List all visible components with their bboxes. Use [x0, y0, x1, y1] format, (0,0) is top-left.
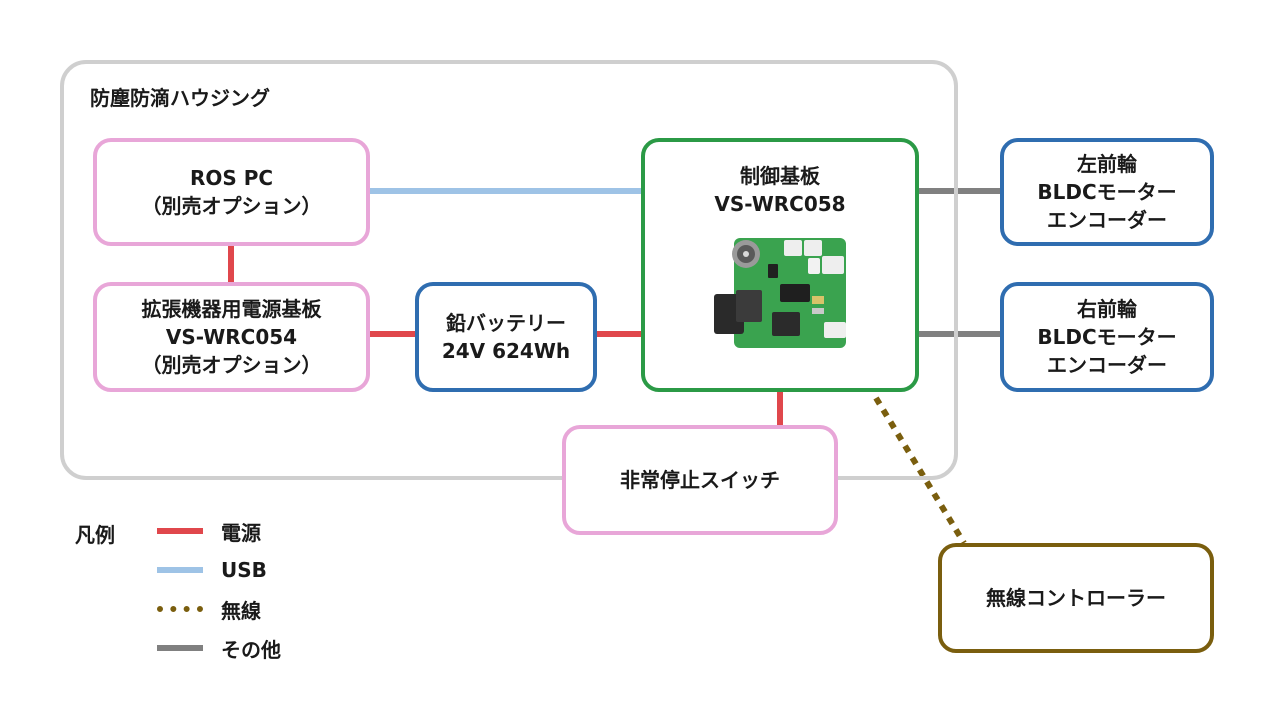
node-battery: 鉛バッテリー 24V 624Wh: [415, 282, 597, 392]
node-encoder-right-line2: BLDCモーター: [1037, 325, 1177, 349]
legend-item-other: その他: [157, 636, 281, 662]
legend-label-other: その他: [221, 637, 281, 662]
node-wireless-controller-line1: 無線コントローラー: [986, 586, 1166, 610]
controller-board-image: [714, 238, 846, 348]
node-emergency-stop-line1: 非常停止スイッチ: [620, 468, 780, 492]
legend-item-usb: USB: [157, 558, 267, 582]
node-ros-pc: ROS PC （別売オプション）: [93, 138, 370, 246]
node-encoder-left-line1: 左前輪: [1077, 152, 1137, 176]
legend-label-wireless: 無線: [221, 598, 261, 623]
node-ext-power-line3: （別売オプション）: [141, 353, 322, 377]
node-encoder-right-line1: 右前輪: [1077, 297, 1137, 321]
legend-label-power: 電源: [221, 520, 261, 545]
node-controller-line1: 制御基板: [740, 164, 820, 188]
node-controller-line2: VS-WRC058: [714, 192, 846, 216]
node-ros-pc-line1: ROS PC: [189, 166, 274, 190]
node-encoder-right-line3: エンコーダー: [1047, 353, 1167, 377]
node-encoder-left-line3: エンコーダー: [1047, 208, 1167, 232]
node-battery-line1: 鉛バッテリー: [446, 311, 566, 335]
legend-swatch-other: [157, 645, 203, 651]
housing-frame: [60, 60, 958, 480]
legend-swatch-power: [157, 528, 203, 534]
legend-title: 凡例: [75, 523, 115, 547]
node-ext-power-board: 拡張機器用電源基板 VS-WRC054 （別売オプション）: [93, 282, 370, 392]
legend-swatch-usb: [157, 567, 203, 573]
node-encoder-left-line2: BLDCモーター: [1037, 180, 1177, 204]
node-encoder-left: 左前輪 BLDCモーター エンコーダー: [1000, 138, 1214, 246]
node-ext-power-line2: VS-WRC054: [165, 325, 298, 349]
legend-swatch-wireless: [157, 606, 203, 612]
node-ros-pc-line2: （別売オプション）: [141, 194, 322, 218]
legend-label-usb: USB: [221, 558, 267, 582]
node-wireless-controller: 無線コントローラー: [938, 543, 1214, 653]
node-encoder-right: 右前輪 BLDCモーター エンコーダー: [1000, 282, 1214, 392]
wireless-connector-controller-remote: [873, 396, 967, 545]
housing-label: 防塵防滴ハウジング: [90, 86, 270, 110]
node-controller-board: 制御基板 VS-WRC058: [641, 138, 919, 392]
node-ext-power-line1: 拡張機器用電源基板: [141, 297, 322, 321]
node-emergency-stop: 非常停止スイッチ: [562, 425, 838, 535]
legend-item-power: 電源: [157, 519, 261, 545]
node-battery-line2: 24V 624Wh: [441, 339, 571, 363]
legend-item-wireless: 無線: [157, 597, 261, 623]
